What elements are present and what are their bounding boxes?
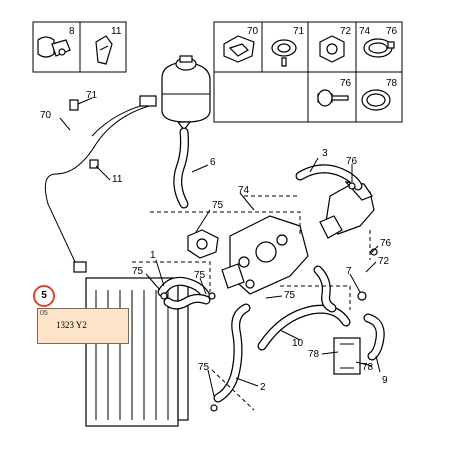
bolt-76-icon xyxy=(317,89,349,107)
callout-3: 3 xyxy=(322,148,328,159)
clip-11-icon xyxy=(95,35,113,65)
callout-75a: 75 xyxy=(212,200,224,211)
callout-9: 9 xyxy=(382,375,388,386)
callout-78a: 78 xyxy=(308,349,320,360)
callout-72: 72 xyxy=(378,256,390,267)
reference-card: 05 1323 Y2 xyxy=(37,308,129,344)
part-76-label: 76 xyxy=(386,26,398,37)
part-71-label: 71 xyxy=(293,26,305,37)
clamp-71-icon xyxy=(271,39,297,67)
part-72-label: 72 xyxy=(340,26,352,37)
callout-75c: 75 xyxy=(194,270,206,281)
clamp-74-icon xyxy=(363,38,395,58)
reference-part-code: 1323 Y2 xyxy=(56,320,87,330)
callout-70: 70 xyxy=(40,110,52,121)
callout-76b: 76 xyxy=(380,238,392,249)
part-11-label: 11 xyxy=(111,26,122,37)
nut-72-icon xyxy=(319,35,345,63)
water-outlet xyxy=(319,181,375,239)
clip-70-icon xyxy=(223,35,255,63)
reference-marker-label: 5 xyxy=(41,290,47,301)
callout-78b: 78 xyxy=(362,362,374,373)
callout-10: 10 xyxy=(292,338,304,349)
parts-box-left: 8 11 xyxy=(32,21,127,73)
callout-76a: 76 xyxy=(346,156,358,167)
clip-8-icon xyxy=(37,36,71,58)
callout-71: 71 xyxy=(86,90,98,101)
callout-75d: 75 xyxy=(284,290,296,301)
callout-numbers: 71 70 11 6 74 3 76 75 1 75 75 76 7 72 75… xyxy=(40,90,392,393)
clamp-78-icon xyxy=(361,89,391,111)
reference-marker-circle[interactable]: 5 xyxy=(33,285,55,307)
part-70-label: 70 xyxy=(247,26,259,37)
expansion-tank xyxy=(161,55,211,131)
reference-small-text: 05 xyxy=(40,310,48,317)
callout-74: 74 xyxy=(238,185,250,196)
part-76b-label: 76 xyxy=(340,78,352,89)
part-78-label: 78 xyxy=(386,78,398,89)
callout-11: 11 xyxy=(112,174,123,185)
part-74-label: 74 xyxy=(359,26,371,37)
callout-7: 7 xyxy=(346,266,352,277)
callout-2: 2 xyxy=(260,382,266,393)
callout-75b: 75 xyxy=(132,266,144,277)
callout-1: 1 xyxy=(150,250,156,261)
thermostat-housing xyxy=(221,215,309,295)
callout-6: 6 xyxy=(210,157,216,168)
callout-75e: 75 xyxy=(198,362,210,373)
radiator xyxy=(85,277,189,427)
parts-box-right: 70 71 72 74 76 76 78 xyxy=(213,21,403,123)
leader-lines xyxy=(59,97,381,397)
part-8-label: 8 xyxy=(69,26,75,37)
clip-markers xyxy=(160,182,378,412)
